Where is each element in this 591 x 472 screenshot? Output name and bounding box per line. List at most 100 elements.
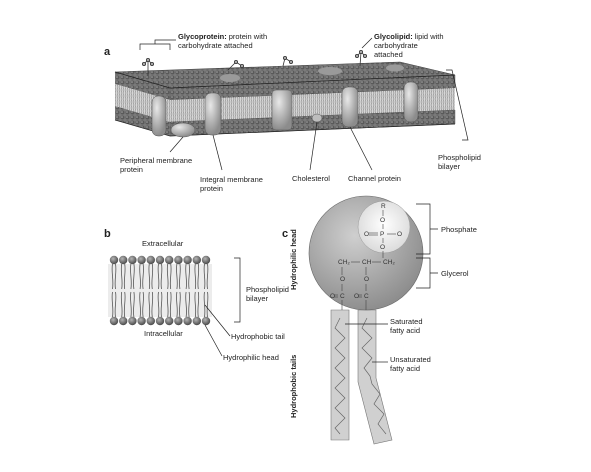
glycoprotein-bracket — [139, 39, 176, 50]
bilayer-label-b-2: bilayer — [246, 294, 269, 303]
lipid-tail — [194, 263, 197, 290]
lipid-tail — [133, 291, 135, 318]
unsaturated-label-2: fatty acid — [390, 364, 420, 373]
lipid-head — [146, 316, 155, 326]
svg-text:CH: CH — [362, 259, 372, 266]
lipid-head — [165, 255, 174, 265]
lipid-head — [119, 255, 128, 265]
lipid-tail — [188, 291, 190, 318]
phosphate-group — [357, 200, 411, 254]
lipid-tail — [139, 291, 141, 318]
hydrophobic-tails-side-label: Hydrophobic tails — [289, 355, 298, 418]
extracellular-label: Extracellular — [142, 239, 184, 248]
hydrophobic-tail-label: Hydrophobic tail — [231, 332, 285, 341]
lipid-tail — [111, 263, 114, 290]
lipid-tail — [142, 263, 144, 290]
lipid-tail — [123, 291, 126, 318]
panel-a-letter: a — [104, 46, 111, 58]
integral-label-2: protein — [200, 184, 223, 193]
panel-c: c R O O P O O CH₂ CH CH₂ — [282, 195, 477, 445]
lipid-tail — [151, 263, 154, 290]
bilayer-label-b-1: Phospholipid — [246, 285, 289, 294]
saturated-label-1: Saturated — [390, 317, 423, 326]
svg-text:O: O — [354, 293, 359, 300]
svg-text:O: O — [380, 217, 385, 224]
lipid-head — [109, 255, 119, 265]
peripheral-label-1: Peripheral membrane — [120, 156, 192, 165]
svg-text:R: R — [381, 203, 386, 210]
bilayer-label-a-2: bilayer — [438, 162, 461, 171]
intracellular-label: Intracellular — [144, 329, 183, 338]
chemical-structure: R O O P O O CH₂ CH CH₂ O O O — [330, 203, 402, 310]
glycoprotein-desc: carbohydrate attached — [178, 41, 253, 50]
lipid-head — [201, 255, 211, 265]
lipid-tail — [123, 263, 126, 290]
hydrophilic-head-side-label: Hydrophilic head — [289, 229, 298, 290]
svg-text:O: O — [380, 244, 385, 251]
glycerol-bracket — [416, 257, 438, 289]
lipid-head — [183, 255, 192, 265]
lipid-tail — [203, 291, 206, 318]
lipid-head — [192, 255, 201, 265]
lipid-tail — [169, 263, 172, 290]
lipid-tail — [157, 263, 160, 290]
lipid-head — [146, 255, 155, 265]
lipid-tail — [176, 291, 178, 318]
svg-text:CH₂: CH₂ — [338, 259, 350, 266]
lipid-tail — [148, 263, 151, 290]
cholesterol-label: Cholesterol — [292, 174, 330, 183]
bilayer-bracket-a — [446, 69, 469, 141]
lipid-tail — [206, 263, 209, 290]
saturated-label-2: fatty acid — [390, 326, 420, 335]
lipid-tail — [185, 263, 187, 290]
lipid-tail — [130, 291, 132, 318]
svg-text:O: O — [340, 276, 345, 283]
lipid-tail — [188, 263, 190, 290]
lipid-tail — [206, 291, 209, 318]
integral-label-1: Integral membrane — [200, 175, 263, 184]
glycoprotein-label: Glycoprotein:protein with — [178, 32, 267, 41]
lipid-head — [201, 316, 211, 326]
lipid-tail — [166, 263, 169, 290]
channel-label: Channel protein — [348, 174, 401, 183]
svg-text:P: P — [380, 231, 384, 238]
lipid-tail — [151, 291, 154, 318]
phosphate-label: Phosphate — [441, 225, 477, 234]
peripheral-leader — [169, 136, 184, 153]
unsaturated-label-1: Unsaturated — [390, 355, 431, 364]
lipid-head — [128, 316, 137, 326]
svg-text:O: O — [397, 231, 402, 238]
bilayer-bracket-b — [234, 257, 241, 323]
membrane-proteins — [151, 64, 419, 138]
lipid-head — [174, 316, 183, 326]
lipid-tail — [197, 263, 200, 290]
panel-b: b Extracellular Intracellular Phospholip… — [104, 228, 289, 362]
lipid-tail — [148, 291, 151, 318]
lipid-tail — [160, 291, 163, 318]
lipid-head — [119, 316, 128, 326]
glycolipid-label: Glycolipid:lipid with — [374, 32, 444, 41]
lipid-head — [165, 316, 174, 326]
panel-a: a — [104, 32, 481, 193]
peripheral-label-2: protein — [120, 165, 143, 174]
lipid-head — [137, 316, 146, 326]
svg-text:C: C — [364, 293, 369, 300]
lipid-head — [109, 316, 119, 326]
lipid-tail — [160, 263, 163, 290]
panel-b-letter: b — [104, 228, 111, 240]
glycolipid-leader — [361, 37, 373, 49]
lipid-head — [128, 255, 137, 265]
lipid-tail — [203, 263, 206, 290]
carbohydrate-chains — [141, 50, 367, 76]
svg-text:O: O — [364, 231, 369, 238]
lipid-tail — [185, 291, 187, 318]
lipid-tail — [179, 291, 181, 318]
glycerol-label: Glycerol — [441, 269, 469, 278]
lipid-tail — [169, 291, 172, 318]
lipid-tail — [120, 263, 123, 290]
unsaturated-tail — [357, 309, 393, 445]
lipid-head — [155, 316, 165, 326]
tail-leader — [204, 304, 231, 337]
lipid-head — [155, 255, 165, 265]
